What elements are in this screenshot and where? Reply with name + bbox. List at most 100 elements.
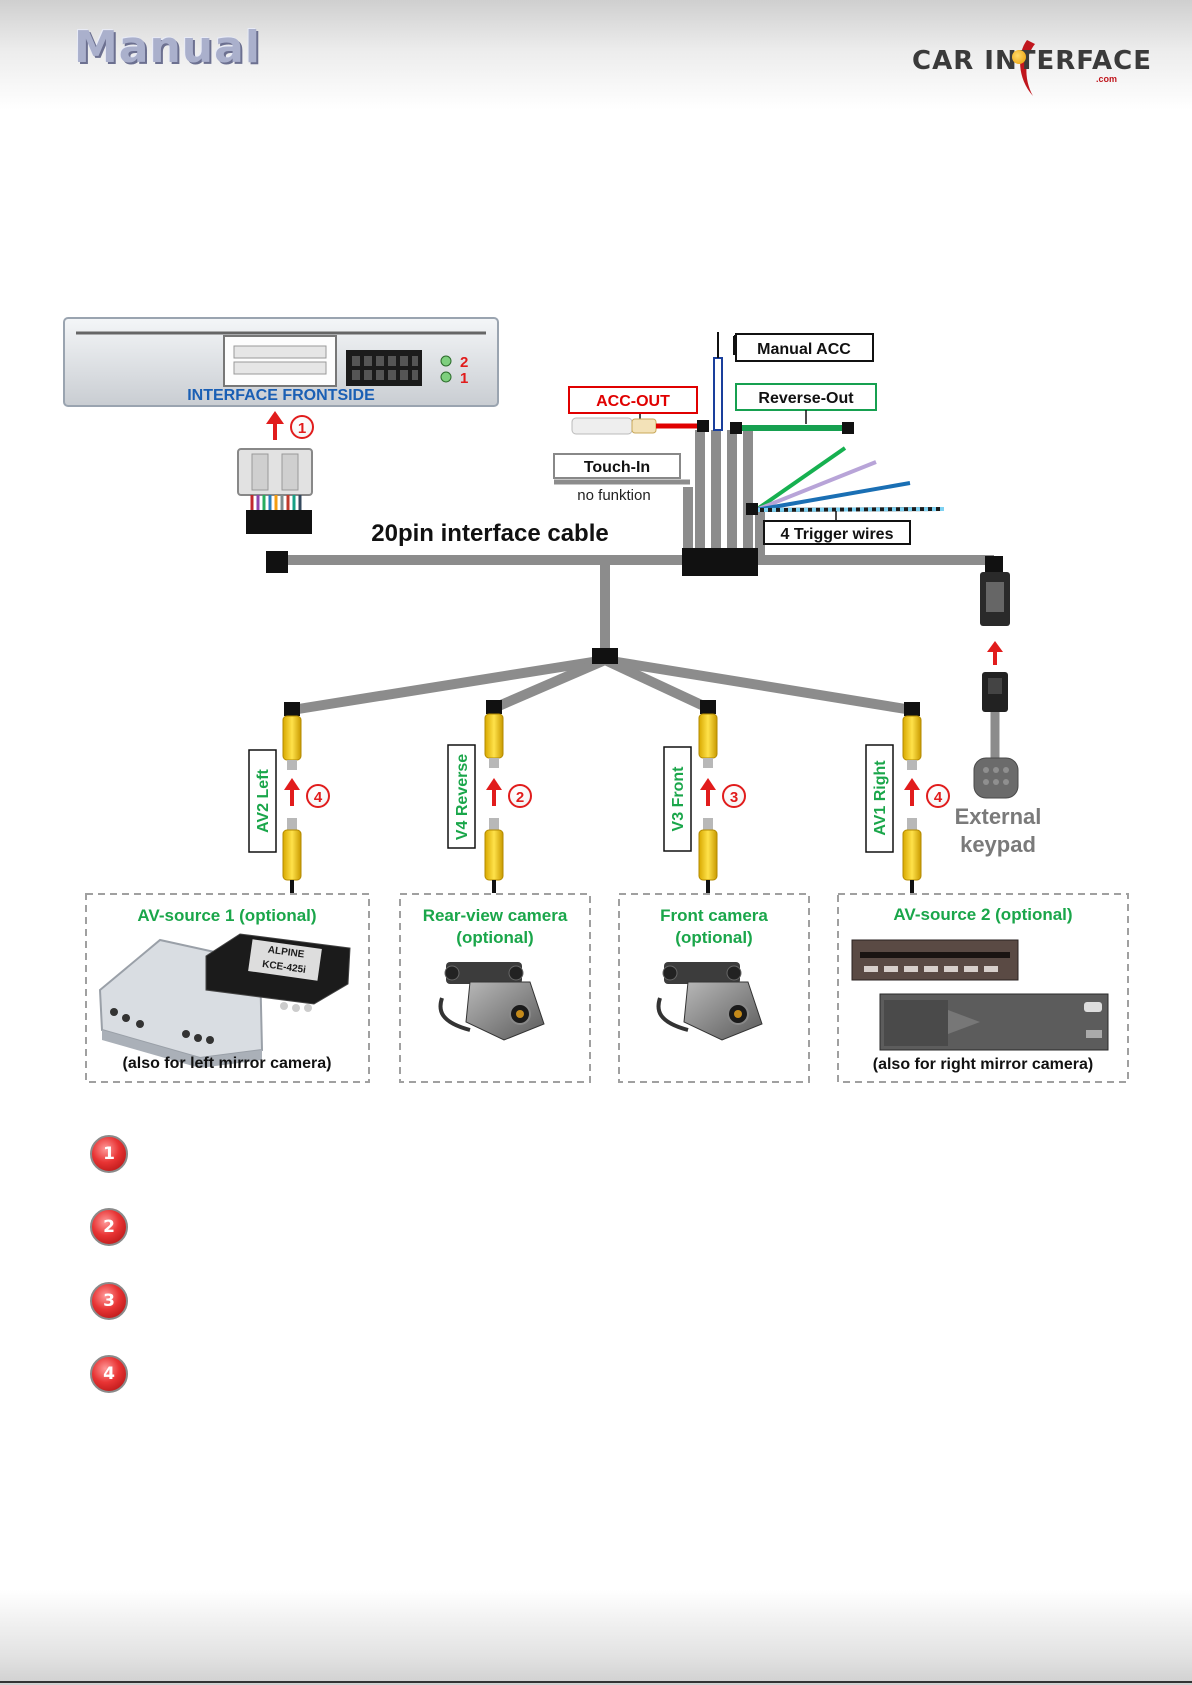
source-title: AV-source 2 (optional) bbox=[893, 905, 1072, 924]
source-note: (also for left mirror camera) bbox=[123, 1055, 332, 1072]
alpine-brand: ALPINE bbox=[267, 945, 305, 961]
up-arrow-icon bbox=[266, 411, 284, 424]
manual-title: Manual bbox=[74, 22, 261, 73]
external-keypad: External keypad bbox=[955, 572, 1042, 857]
step-badge-number: 4 bbox=[314, 789, 323, 806]
interface-socket-12pin bbox=[346, 350, 422, 386]
reverse-out-wire: Reverse-Out bbox=[730, 383, 877, 434]
trigger-wires: 4 Trigger wires bbox=[746, 446, 945, 545]
cable-end-left bbox=[266, 551, 288, 573]
touch-in-note: no funktion bbox=[577, 487, 650, 504]
source-title: AV-source 1 (optional) bbox=[137, 906, 316, 925]
20pin-plug bbox=[237, 448, 313, 534]
led-1-label: 1 bbox=[460, 370, 468, 387]
interface-frontside-label: INTERFACE FRONTSIDE bbox=[187, 387, 375, 404]
legend-item-1: 1 bbox=[90, 1135, 130, 1175]
logo-domain: .com bbox=[1096, 74, 1118, 84]
led-1-icon bbox=[440, 371, 452, 383]
footer-background bbox=[0, 1590, 1192, 1685]
manual-acc-wire: Manual ACC bbox=[713, 332, 874, 431]
step-badge-number: 2 bbox=[516, 789, 524, 806]
input-label-box bbox=[663, 746, 692, 852]
input-label: V4 Reverse bbox=[454, 754, 471, 840]
step-badge bbox=[722, 784, 746, 808]
input-label-box bbox=[447, 744, 476, 849]
input-av1-right: 4 AV1 Right bbox=[865, 702, 950, 893]
reverse-out-label: Reverse-Out bbox=[758, 390, 854, 407]
up-arrow-icon bbox=[987, 641, 1003, 652]
step-badge-number: 4 bbox=[934, 789, 943, 806]
car-interface-logo: CAR INTERFACE .com bbox=[912, 38, 1151, 98]
up-arrow-icon bbox=[700, 778, 716, 790]
acc-out-label: ACC-OUT bbox=[596, 393, 670, 410]
input-label: AV2 Left bbox=[255, 768, 272, 832]
step-badge bbox=[508, 784, 532, 808]
acc-out-insulation bbox=[631, 418, 657, 434]
source-box-rear-camera: Rear-view camera (optional) bbox=[399, 893, 591, 1083]
touch-in-label-box bbox=[553, 453, 681, 479]
main-cable bbox=[276, 430, 999, 715]
keypad-body-icon bbox=[973, 757, 1019, 799]
input-av2-left: 4 AV2 Left bbox=[248, 702, 330, 893]
step-badge bbox=[306, 784, 330, 808]
source-note: (also for right mirror camera) bbox=[873, 1056, 1094, 1073]
step-badge bbox=[290, 415, 314, 439]
step-badge bbox=[926, 784, 950, 808]
input-label-box bbox=[248, 749, 277, 853]
manual-acc-label: Manual ACC bbox=[757, 341, 851, 358]
legend-badge: 3 bbox=[90, 1282, 128, 1320]
legend-item-4: 4 bbox=[90, 1355, 130, 1395]
interface-step-indicator: 1 bbox=[266, 411, 314, 440]
up-arrow-icon bbox=[486, 778, 502, 790]
touch-in-wire: Touch-In no funktion bbox=[553, 453, 690, 504]
touch-in-label: Touch-In bbox=[584, 459, 650, 476]
source-title-line1: Rear-view camera bbox=[423, 906, 568, 925]
dvd-player-device bbox=[851, 939, 1019, 981]
source-title-line1: Front camera bbox=[660, 906, 768, 925]
front-camera-icon bbox=[656, 962, 763, 1041]
av-splitter bbox=[592, 648, 618, 664]
keypad-cable-end bbox=[985, 556, 1003, 572]
legend-item-3: 3 bbox=[90, 1282, 130, 1322]
source-title-line2: (optional) bbox=[675, 928, 752, 947]
input-label-box bbox=[865, 744, 894, 853]
input-label: V3 Front bbox=[670, 766, 687, 832]
up-arrow-icon bbox=[904, 778, 920, 790]
manual-acc-label-box bbox=[735, 333, 874, 362]
step-badge-number: 1 bbox=[298, 420, 306, 437]
legend-badge: 2 bbox=[90, 1208, 128, 1246]
legend-item-2: 2 bbox=[90, 1208, 130, 1248]
dvd-changer-device bbox=[879, 993, 1109, 1051]
external-keypad-label-line1: External bbox=[955, 804, 1042, 829]
acc-out-connector bbox=[571, 417, 633, 435]
led-2-label: 2 bbox=[460, 354, 468, 371]
rear-camera-icon bbox=[438, 962, 545, 1041]
step-badge-number: 3 bbox=[730, 789, 738, 806]
up-arrow-icon bbox=[284, 778, 300, 790]
footer-line bbox=[0, 1681, 1192, 1683]
input-label: AV1 Right bbox=[872, 760, 889, 836]
interface-box: 2 1 INTERFACE FRONTSIDE bbox=[63, 317, 499, 407]
led-2-icon bbox=[440, 355, 452, 367]
main-cable-label: 20pin interface cable bbox=[371, 520, 608, 547]
source-box-av1: AV-source 1 (optional) ALPINE KCE-425i (… bbox=[85, 893, 370, 1083]
source-box-av2: AV-source 2 (optional) (also for right m… bbox=[837, 893, 1129, 1083]
source-title-line2: (optional) bbox=[456, 928, 533, 947]
external-keypad-label-line2: keypad bbox=[960, 832, 1036, 857]
header-background bbox=[0, 0, 1192, 110]
alpine-device: ALPINE KCE-425i bbox=[205, 933, 351, 1012]
acc-out-label-box bbox=[568, 386, 698, 414]
acc-out-wire: ACC-OUT bbox=[568, 386, 709, 435]
legend-badge: 4 bbox=[90, 1355, 128, 1393]
trigger-wires-label-box bbox=[763, 520, 911, 545]
input-v4-reverse: 2 V4 Reverse bbox=[447, 700, 532, 893]
logo-text: CAR INTERFACE bbox=[912, 46, 1152, 76]
legend-badge: 1 bbox=[90, 1135, 128, 1173]
interface-socket-20pin bbox=[223, 335, 337, 387]
source-box-front-camera: Front camera (optional) bbox=[618, 893, 810, 1083]
logo-dot-icon bbox=[1012, 50, 1026, 64]
trigger-wires-label: 4 Trigger wires bbox=[781, 526, 894, 543]
input-v3-front: 3 V3 Front bbox=[663, 700, 746, 893]
